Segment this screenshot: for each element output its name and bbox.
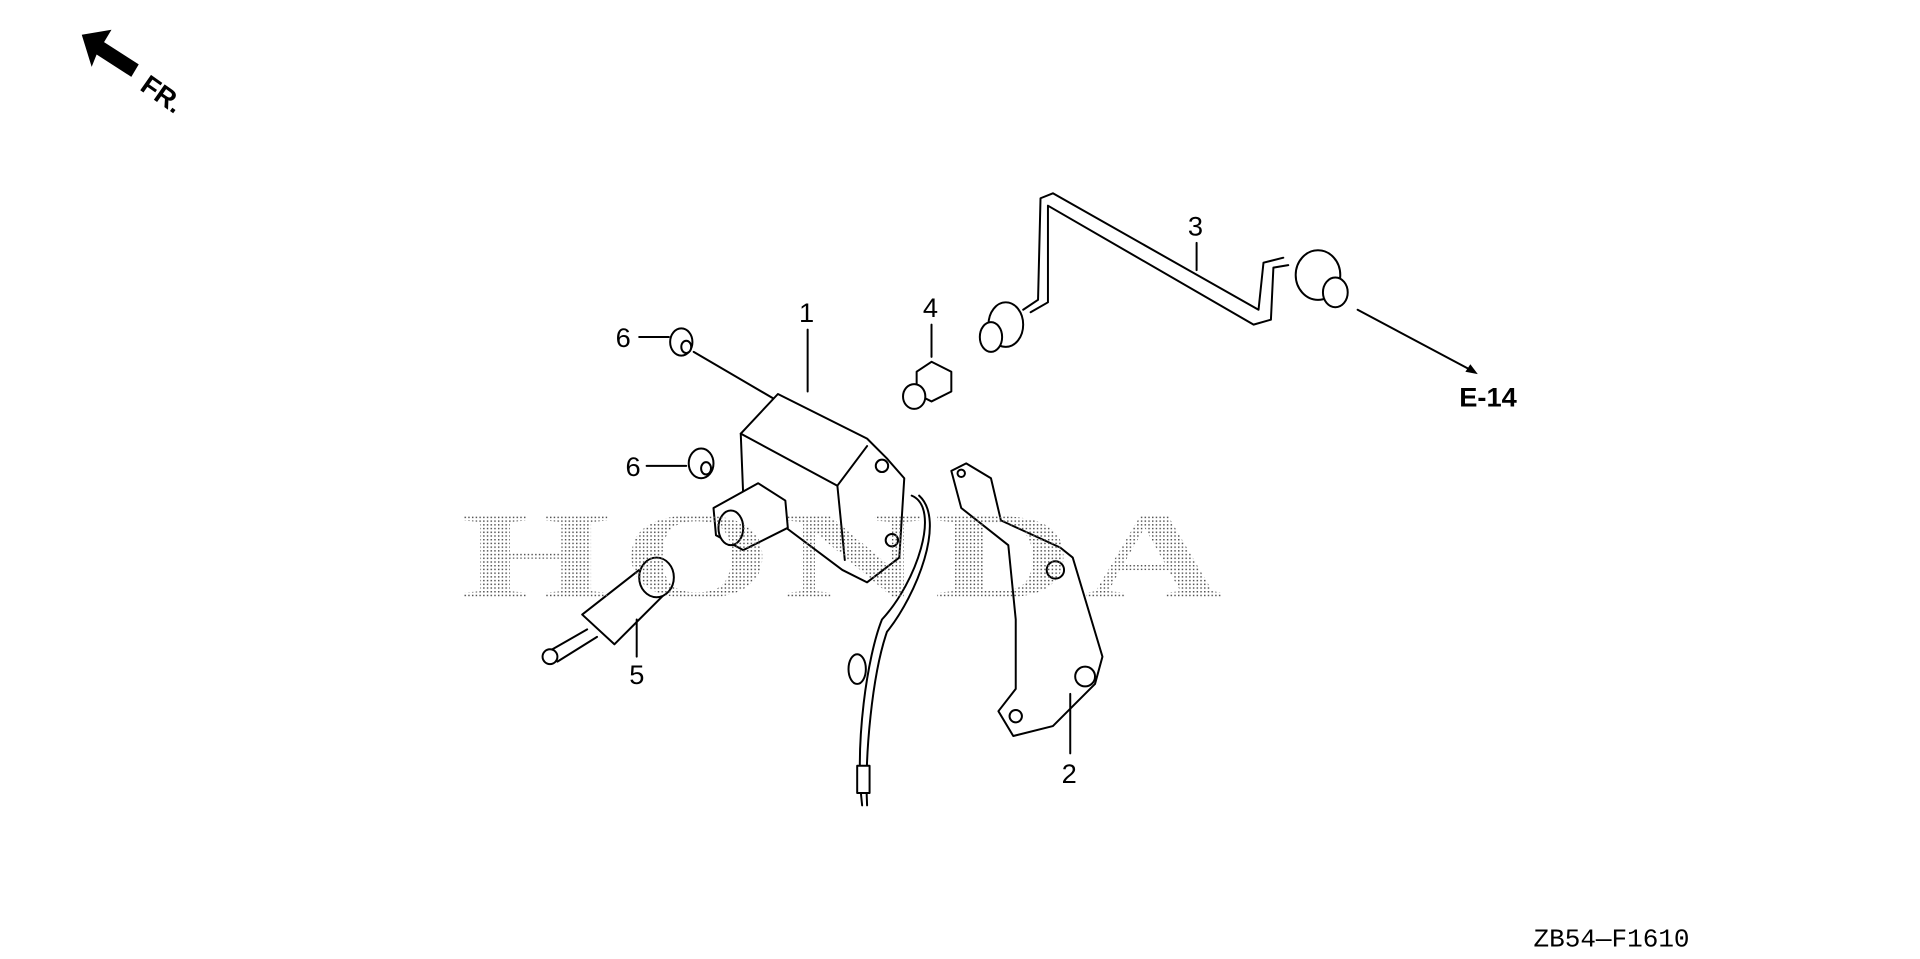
callout-4: 4	[923, 292, 938, 323]
callout-5: 5	[629, 659, 644, 690]
callout-2: 2	[1062, 758, 1077, 789]
reference-e14: E-14	[1459, 381, 1517, 412]
callout-3: 3	[1188, 210, 1203, 241]
part-2-bracket	[950, 462, 1104, 737]
callout-6-lower: 6	[626, 451, 641, 482]
part-3-tube	[978, 192, 1349, 353]
part-6-nut-lower	[687, 447, 715, 480]
leader-arrowhead-icon	[1465, 364, 1478, 375]
part-4-fitting	[902, 360, 953, 410]
part-1-ignition-coil	[712, 393, 931, 807]
part-6-nut-upper	[669, 327, 694, 357]
front-direction-arrow-icon	[81, 29, 139, 77]
figure-code: ZB54—F1610	[1534, 925, 1690, 955]
direction-label: FR.	[135, 69, 189, 120]
honda-watermark: HONDA	[461, 487, 1235, 624]
part-5-plug	[541, 556, 675, 666]
leader-e14	[1356, 308, 1476, 373]
callout-1: 1	[799, 297, 814, 328]
callout-6-upper: 6	[616, 322, 631, 353]
